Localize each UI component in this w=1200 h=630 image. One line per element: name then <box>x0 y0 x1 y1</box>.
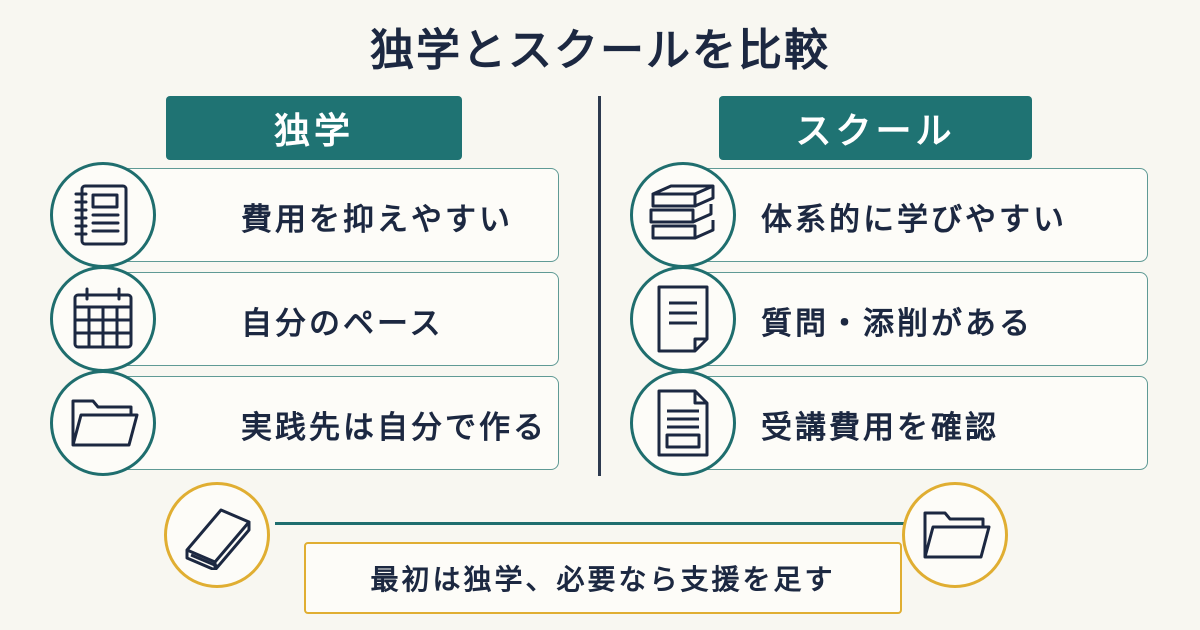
self-study-item-1: 費用を抑えやすい <box>110 168 559 262</box>
self-study-item-3-label: 実践先は自分で作る <box>241 409 547 446</box>
self-study-header: 独学 <box>166 96 462 160</box>
conclusion-text: 最初は独学、必要なら支援を足す <box>370 563 836 596</box>
school-item-3: 受講費用を確認 <box>690 376 1148 470</box>
page-title: 独学とスクールを比較 <box>370 25 830 76</box>
document-icon <box>630 266 736 372</box>
folder-icon <box>50 370 156 476</box>
self-study-item-2-label: 自分のペース <box>241 305 444 342</box>
school-item-3-label: 受講費用を確認 <box>761 409 999 446</box>
school-item-2: 質問・添削がある <box>690 272 1148 366</box>
conclusion-box: 最初は独学、必要なら支援を足す <box>304 542 902 614</box>
book-icon <box>164 482 270 588</box>
conclusion-connector <box>275 522 915 525</box>
school-item-2-label: 質問・添削がある <box>761 305 1033 342</box>
school-header: スクール <box>719 96 1032 160</box>
conclusion-folder-icon <box>902 482 1008 588</box>
notebook-icon <box>50 162 156 268</box>
center-divider <box>598 96 601 476</box>
self-study-item-1-label: 費用を抑えやすい <box>241 201 513 238</box>
self-study-item-2: 自分のペース <box>110 272 559 366</box>
school-item-1-label: 体系的に学びやすい <box>761 201 1067 238</box>
calendar-icon <box>50 266 156 372</box>
self-study-item-3: 実践先は自分で作る <box>110 376 559 470</box>
school-item-1: 体系的に学びやすい <box>690 168 1148 262</box>
book-stack-icon <box>630 162 736 268</box>
form-document-icon <box>630 370 736 476</box>
